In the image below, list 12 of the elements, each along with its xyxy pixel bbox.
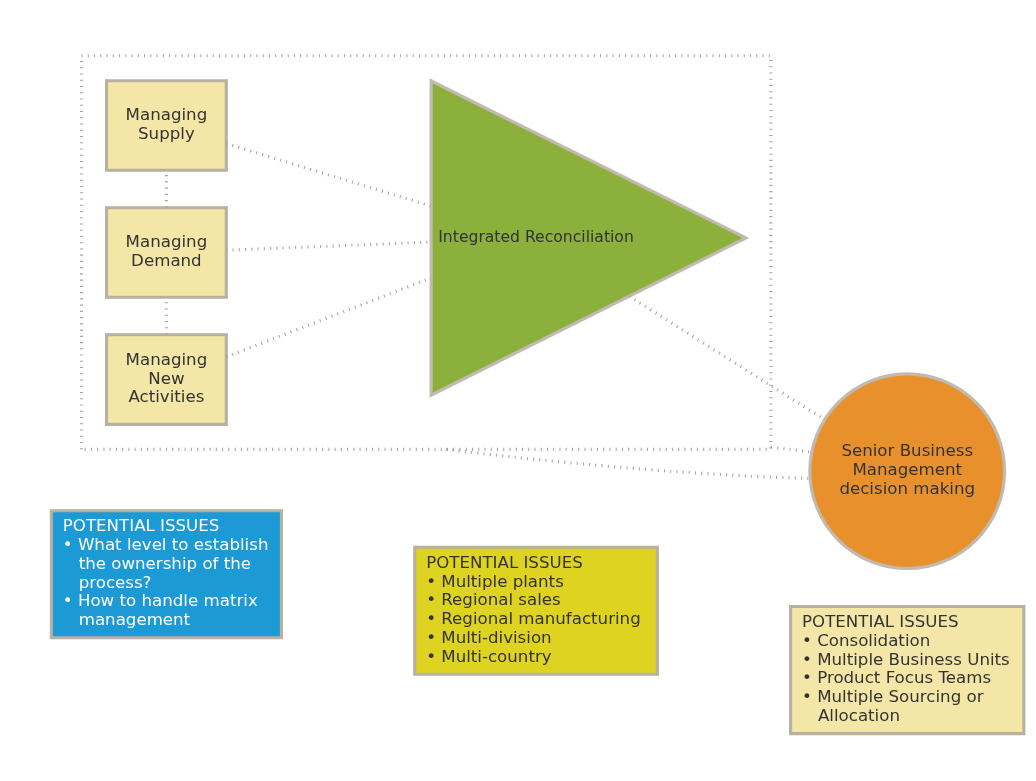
connector — [225, 142, 431, 208]
node-box: Managing Demand — [104, 206, 228, 299]
cluster — [79, 54, 772, 451]
node-box: Managing Supply — [104, 79, 228, 172]
node-box: Managing New Activities — [104, 333, 228, 426]
node-circle: Senior Business Management decision making — [807, 372, 1006, 571]
connector — [445, 447, 810, 480]
connector — [770, 445, 812, 454]
node-box: POTENTIAL ISSUES • What level to establish the ownership of the process? • How to handle matrix management — [49, 509, 283, 640]
connector — [225, 276, 431, 359]
node-box: POTENTIAL ISSUES • Consolidation • Multiple Business Units • Product Focus Teams • Multiple Sourcing or Allocation — [788, 605, 1025, 736]
node-box: POTENTIAL ISSUES • Multiple plants • Regional sales • Regional manufacturing • Multi-division • Multi-country — [412, 545, 659, 676]
